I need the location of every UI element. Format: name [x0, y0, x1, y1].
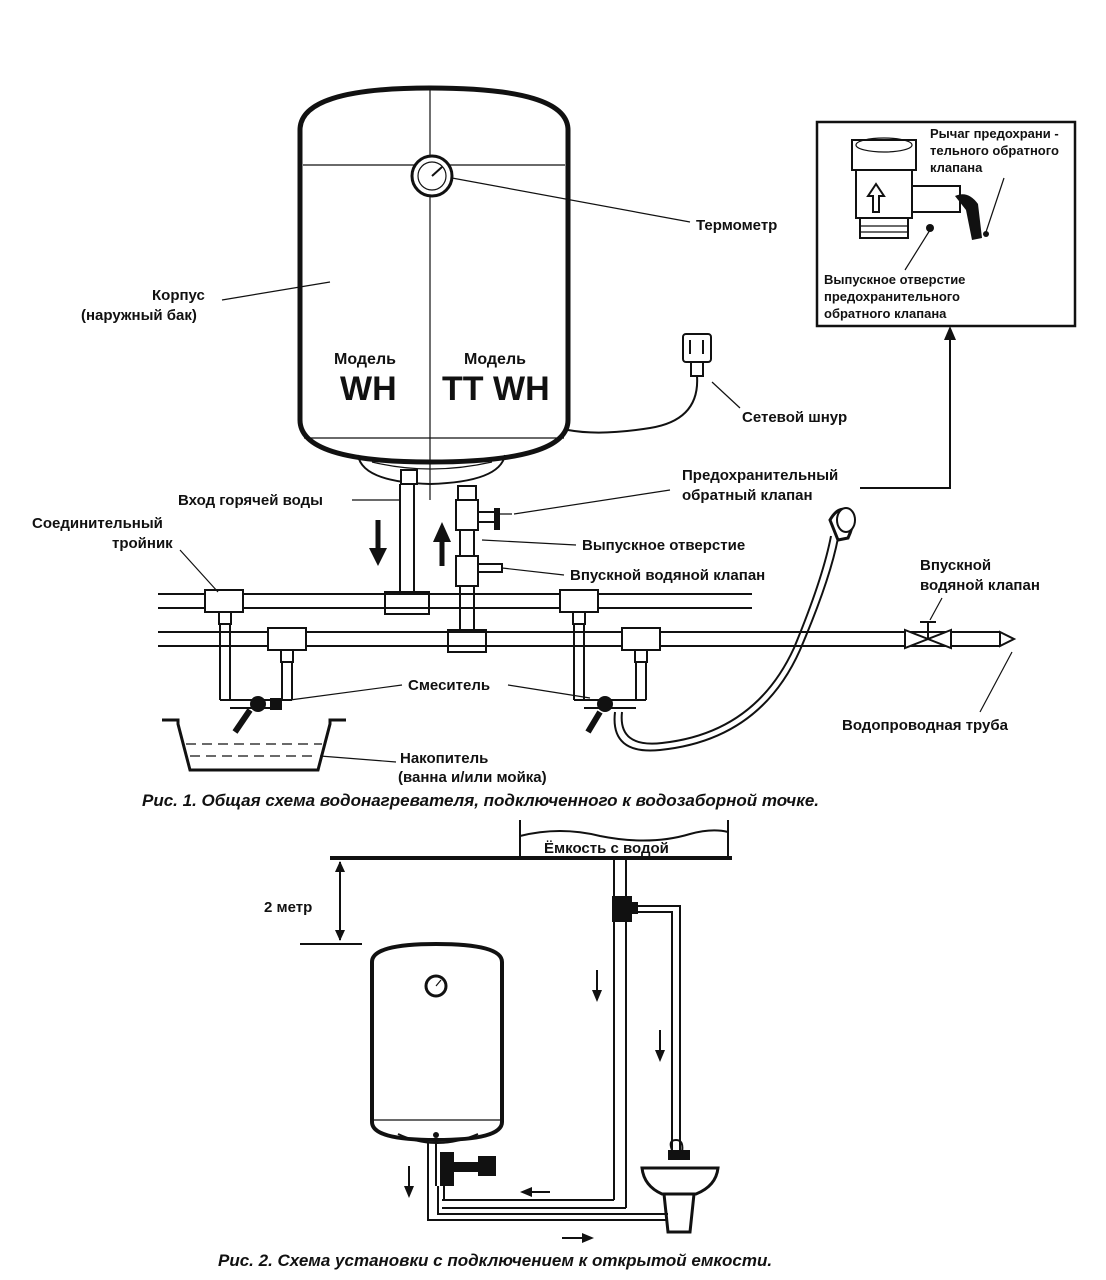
- label-storage-line1: Накопитель: [400, 750, 488, 767]
- label-body-line2: (наружный бак): [81, 307, 197, 324]
- label-inset-outlet-line1: Выпускное отверстие: [824, 272, 965, 287]
- thermometer-icon: [410, 154, 454, 198]
- label-outlet: Выпускное отверстие: [582, 537, 745, 554]
- label-inset-outlet-line3: обратного клапана: [824, 306, 947, 321]
- label-model-left-name: WH: [340, 370, 397, 408]
- label-safety-valve-line2: обратный клапан: [682, 487, 813, 504]
- cold-inlet-assembly: [447, 485, 503, 653]
- label-tee-line1: Соединительный: [32, 515, 163, 532]
- hot-water-pipe: [384, 469, 430, 615]
- power-plug-icon: [682, 333, 712, 377]
- flow-arrow-down-icon: [592, 970, 602, 1002]
- label-model-right-name: TT WH: [442, 370, 550, 408]
- shower-head-icon: [836, 507, 856, 533]
- flow-arrow-left-icon: [520, 1187, 550, 1197]
- label-tee-line2: тройник: [112, 535, 173, 552]
- heater-bottom-valves: [440, 1152, 496, 1200]
- external-inlet-valve-icon: [904, 621, 952, 650]
- label-lever-line3: клапана: [930, 160, 983, 175]
- label-tank: Ёмкость с водой: [544, 840, 669, 857]
- figure-2: Ёмкость с водой 2 метр: [218, 820, 772, 1270]
- height-dimension: [335, 861, 345, 941]
- label-lever-line1: Рычаг предохрани -: [930, 126, 1059, 141]
- figure-2-caption: Рис. 2. Схема установки с подключением к…: [218, 1251, 772, 1270]
- label-inlet-valve: Впускной водяной клапан: [570, 567, 765, 584]
- inset-connector: [860, 336, 951, 489]
- small-heater: [370, 941, 504, 1144]
- label-ext-inlet-valve-line1: Впускной: [920, 557, 991, 574]
- right-mixer-assembly: [559, 589, 661, 734]
- label-lever-line2: тельного обратного: [930, 143, 1059, 158]
- label-model-left-word: Модель: [334, 351, 396, 368]
- label-ext-inlet-valve-line2: водяной клапан: [920, 577, 1040, 594]
- label-height: 2 метр: [264, 899, 312, 916]
- figure-1-caption: Рис. 1. Общая схема водонагревателя, под…: [142, 791, 819, 810]
- heater-tank: [297, 85, 571, 500]
- tank-valve: [612, 896, 632, 922]
- open-water-tank: [330, 820, 732, 860]
- flow-arrow-down-icon: [655, 1030, 665, 1062]
- label-body-line1: Корпус: [152, 287, 205, 304]
- small-thermometer-icon: [424, 974, 448, 998]
- label-storage-line2: (ванна и/или мойка): [398, 769, 547, 786]
- figure-2-pipes: [427, 858, 681, 1221]
- label-power-cord: Сетевой шнур: [742, 409, 847, 426]
- label-thermometer: Термометр: [696, 217, 777, 234]
- label-model-right-word: Модель: [464, 351, 526, 368]
- label-safety-valve-line1: Предохранительный: [682, 467, 838, 484]
- left-mixer-assembly: [204, 589, 307, 734]
- arrow-up-icon: [433, 522, 451, 566]
- power-cord: [567, 375, 699, 434]
- flow-arrow-down-icon: [404, 1166, 414, 1198]
- arrow-down-icon: [369, 520, 387, 566]
- storage-basin: [162, 718, 346, 772]
- figure-1: Термометр Корпус (наружный бак) Модель W…: [32, 85, 1077, 810]
- label-water-pipe: Водопроводная труба: [842, 717, 1009, 734]
- sink-icon: [640, 1138, 720, 1234]
- flow-arrow-right-icon: [562, 1233, 594, 1243]
- safety-valve-inset: [815, 120, 1077, 328]
- label-inset-outlet-line2: предохранительного: [824, 289, 960, 304]
- label-hot-water-inlet: Вход горячей воды: [178, 492, 323, 509]
- label-mixer: Смеситель: [408, 677, 490, 694]
